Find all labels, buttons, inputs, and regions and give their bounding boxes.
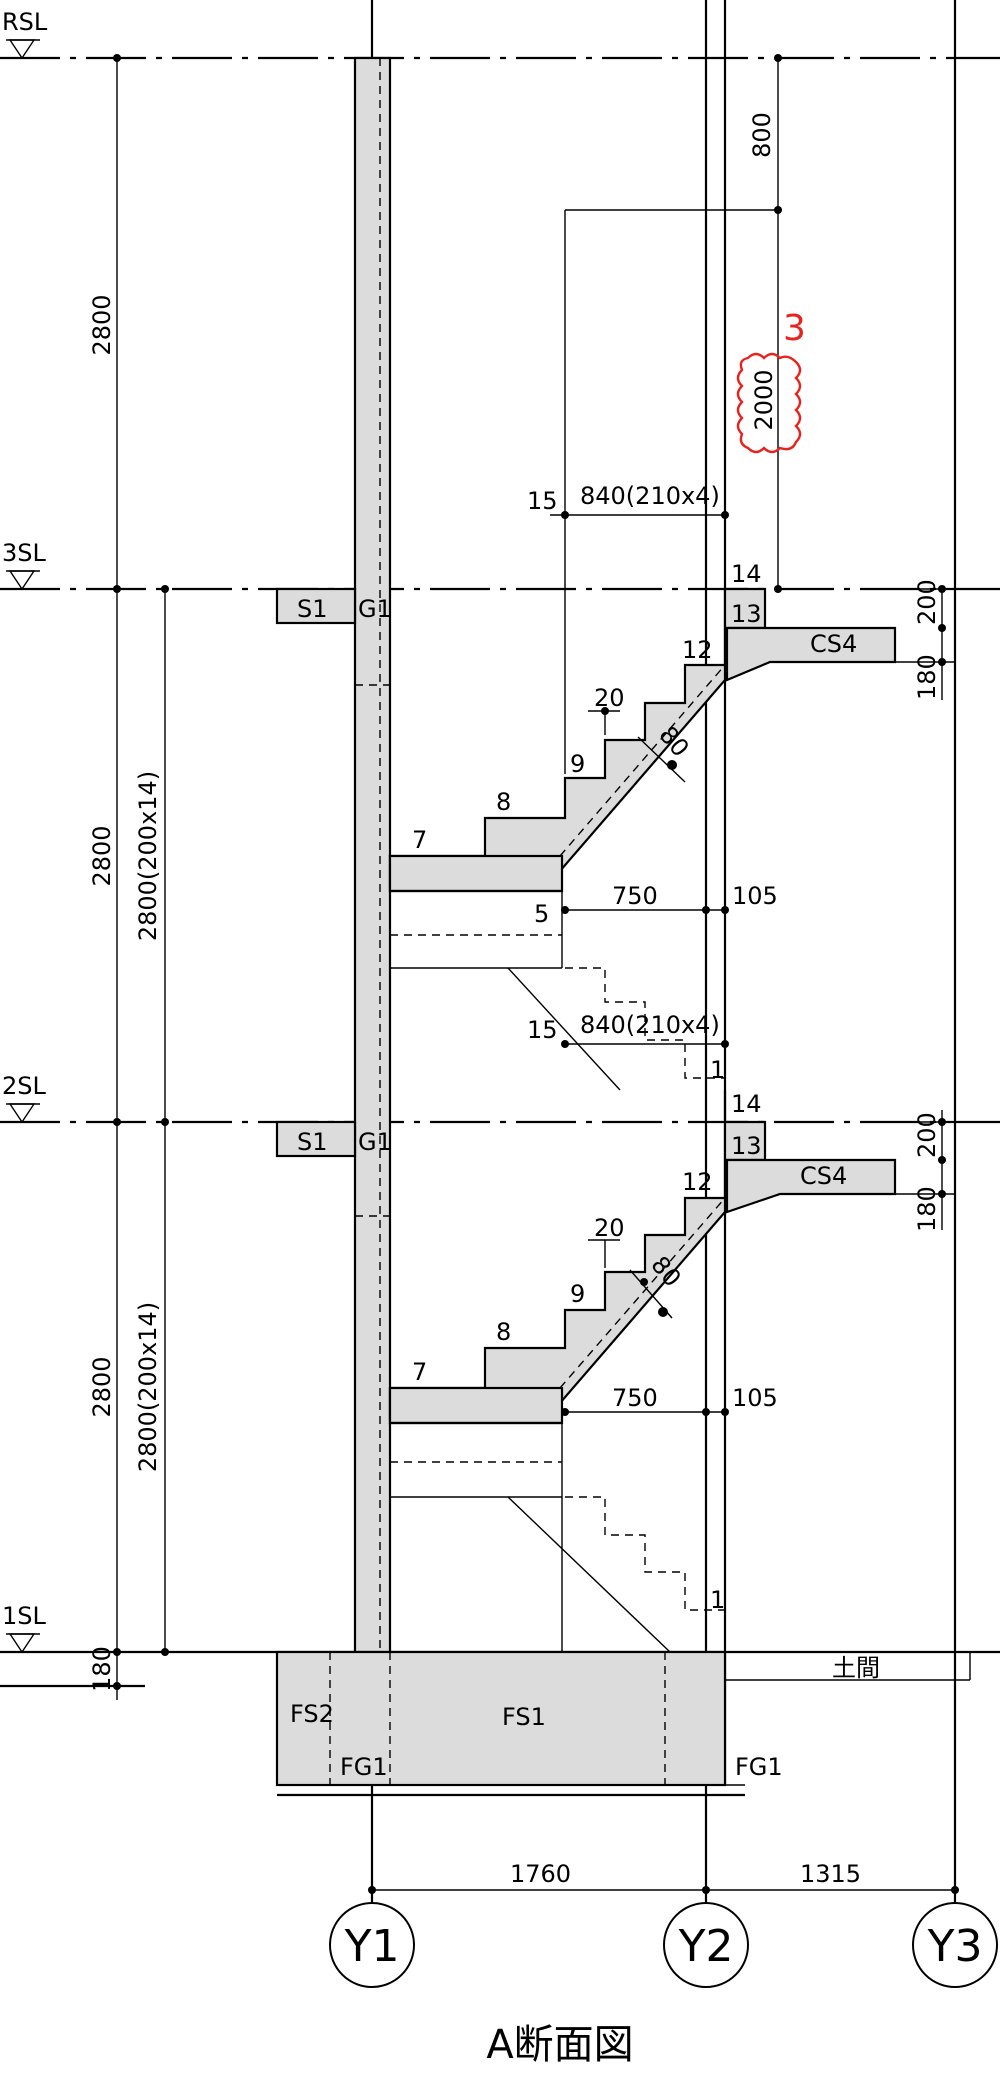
stair-flight-upper: 20 80 7 8 9 12 [388, 587, 767, 893]
step-label-15-middle: 15 [527, 1016, 558, 1044]
dim-riser-3sl-2sl: 2800(200x14) [134, 771, 162, 941]
label-dirt-floor: 土間 [832, 1654, 880, 1682]
step-label-13-lower: 13 [731, 1132, 762, 1160]
level-label-rsl: RSL [2, 8, 48, 36]
step-label-12-lower: 12 [682, 1168, 713, 1196]
dim-tread-lower: 840(210x4) [580, 1011, 720, 1039]
slab-s1-upper: S1 G1 [275, 587, 392, 686]
step-label-13-upper: 13 [731, 600, 762, 628]
level-label-3sl: 3SL [2, 539, 47, 567]
label-s1-upper: S1 [297, 595, 328, 623]
level-marker-2sl: 2SL [2, 1072, 47, 1124]
axis-lines [370, 0, 957, 1925]
dim-offset-lower: 105 [732, 1384, 778, 1412]
label-g1-upper: G1 [358, 595, 392, 623]
axis-label-y2: Y2 [678, 1921, 734, 1972]
drawing-title: A断面図 [486, 2022, 633, 2068]
landing-lower: 750 105 1 [388, 1384, 778, 1653]
foundation: FS2 FS1 FG1 FG1 土間 [275, 1650, 971, 1797]
axis-label-y3: Y3 [927, 1921, 983, 1972]
step-label-14-upper: 14 [731, 560, 762, 588]
revision-mark: 3 [783, 308, 806, 349]
label-cs4-lower: CS4 [800, 1162, 847, 1190]
revision-cloud: 3 [736, 308, 806, 454]
level-marker-3sl: 3SL [2, 539, 47, 591]
level-marker-rsl: RSL [2, 8, 48, 60]
cantilever-cs4-lower: CS4 200 180 13 [725, 1110, 955, 1232]
step-label-1-lower: 1 [710, 1586, 725, 1614]
step-label-7-lower: 7 [412, 1358, 427, 1386]
level-label-2sl: 2SL [2, 1072, 47, 1100]
landing-upper: 800 2000 15 840(210x4) 750 105 5 [388, 54, 782, 1091]
dim-slab-180-upper: 180 [913, 654, 941, 700]
axis-bubble-y3: Y3 [912, 1902, 998, 1988]
slab-s1-lower: S1 G1 [275, 1120, 392, 1217]
step-label-9-upper: 9 [570, 750, 585, 778]
stair-flight-lower: 20 80 7 8 9 12 [388, 1120, 767, 1425]
level-marker-1sl: 1SL [2, 1602, 47, 1654]
span-dimensions: 1760 1315 [368, 1860, 959, 1894]
step-label-12-upper: 12 [682, 636, 713, 664]
label-g1-lower: G1 [358, 1128, 392, 1156]
dim-slab-200-upper: 200 [913, 579, 941, 625]
dim-nose-lower: 20 [594, 1214, 625, 1242]
step-label-14-middle: 14 [731, 1090, 762, 1118]
step-label-7-upper: 7 [412, 826, 427, 854]
dim-span-y1-y2: 1760 [510, 1860, 571, 1888]
dim-landing-upper: 750 [612, 882, 658, 910]
dim-story-rsl-3sl: 2800 [88, 294, 116, 355]
left-dimensions: 2800 2800 2800 2800(200x14) 2800(200x14)… [88, 54, 169, 1700]
dim-foundation: 180 [88, 1646, 116, 1692]
step-label-5-upper: 5 [534, 900, 549, 928]
cantilever-cs4-upper: CS4 200 180 13 14 [725, 560, 955, 700]
dim-top-800: 800 [748, 112, 776, 158]
dim-tread-upper: 840(210x4) [580, 482, 720, 510]
dim-story-2sl-1sl: 2800 [88, 1356, 116, 1417]
step-label-1-middle: 1 [710, 1056, 725, 1084]
label-fs1: FS1 [502, 1703, 546, 1731]
dim-riser-2sl-1sl: 2800(200x14) [134, 1302, 162, 1472]
axis-label-y1: Y1 [344, 1921, 400, 1972]
step-label-8-lower: 8 [496, 1318, 511, 1346]
dim-slab-200-lower: 200 [913, 1112, 941, 1158]
axis-bubble-y2: Y2 [663, 1902, 749, 1988]
label-fs2: FS2 [290, 1700, 334, 1728]
dim-span-y2-y3: 1315 [800, 1860, 861, 1888]
dim-landing-lower: 750 [612, 1384, 658, 1412]
dim-top-2000: 2000 [750, 369, 778, 430]
step-label-9-lower: 9 [570, 1280, 585, 1308]
label-fg1-right: FG1 [735, 1753, 783, 1781]
dim-story-3sl-2sl: 2800 [88, 825, 116, 886]
dim-slab-180-lower: 180 [913, 1186, 941, 1232]
level-label-1sl: 1SL [2, 1602, 47, 1630]
stair-hidden-middle: 15 840(210x4) 1 14 [527, 967, 762, 1122]
step-label-15-upper: 15 [527, 487, 558, 515]
label-s1-lower: S1 [297, 1128, 328, 1156]
wall-section [353, 56, 392, 1654]
dim-offset-upper: 105 [732, 882, 778, 910]
label-fg1-left: FG1 [340, 1753, 388, 1781]
axis-bubble-y1: Y1 [329, 1902, 415, 1988]
label-cs4-upper: CS4 [810, 630, 857, 658]
dim-nose-upper: 20 [594, 684, 625, 712]
step-label-8-upper: 8 [496, 788, 511, 816]
